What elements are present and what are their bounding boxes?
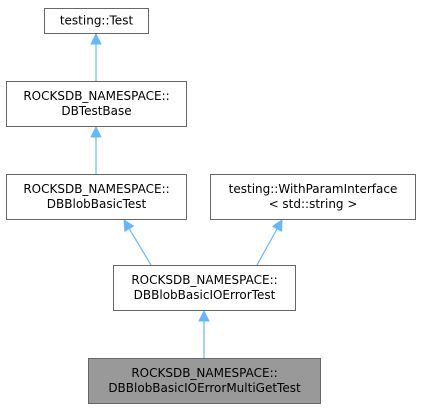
class-label-line: ROCKSDB_NAMESPACE:: [23, 89, 169, 103]
inheritance-edge-db-blob-basic-test-to-db-test-base [90, 125, 102, 174]
class-node-db-blob-basic-io-error-multiget-test[interactable]: ROCKSDB_NAMESPACE::DBBlobBasicIOErrorMul… [88, 358, 321, 404]
class-node-db-blob-basic-io-error-test[interactable]: ROCKSDB_NAMESPACE::DBBlobBasicIOErrorTes… [113, 265, 296, 311]
class-label-line: ROCKSDB_NAMESPACE:: [131, 273, 277, 287]
inheritance-edge-db-blob-basic-io-error-multiget-test-to-db-blob-basic-io-error-test [198, 309, 210, 358]
class-box [6, 174, 187, 220]
class-label-line: ROCKSDB_NAMESPACE:: [131, 366, 277, 380]
arrowhead [198, 309, 210, 322]
class-label-line: DBBlobBasicIOErrorTest [134, 288, 276, 302]
edge-line [128, 228, 152, 266]
edge-line [256, 228, 278, 266]
edges-layer [90, 32, 283, 358]
inheritance-edge-db-blob-basic-io-error-test-to-with-param-interface [256, 219, 283, 266]
class-label-line: testing::WithParamInterface [229, 182, 398, 196]
class-box [6, 81, 187, 127]
arrowhead [123, 219, 135, 232]
class-label-line: ROCKSDB_NAMESPACE:: [23, 182, 169, 196]
class-node-db-blob-basic-test[interactable]: ROCKSDB_NAMESPACE::DBBlobBasicTest [6, 174, 187, 220]
arrowhead [90, 125, 102, 138]
inheritance-edge-db-blob-basic-io-error-test-to-db-blob-basic-test [123, 219, 152, 266]
class-label-line: DBTestBase [61, 104, 131, 118]
nodes-layer: testing::TestROCKSDB_NAMESPACE::DBTestBa… [6, 8, 416, 404]
class-box [113, 265, 296, 311]
class-box [88, 358, 321, 404]
class-box [44, 8, 149, 34]
arrowhead [271, 219, 283, 232]
class-box [210, 174, 416, 220]
class-node-db-test-base[interactable]: ROCKSDB_NAMESPACE::DBTestBase [6, 81, 187, 127]
inheritance-edge-db-test-base-to-testing-test [90, 32, 102, 81]
class-node-testing-test[interactable]: testing::Test [44, 8, 149, 34]
class-label-line: DBBlobBasicIOErrorMultiGetTest [108, 381, 301, 395]
class-node-with-param-interface[interactable]: testing::WithParamInterface< std::string… [210, 174, 416, 220]
class-label-line: DBBlobBasicTest [47, 197, 147, 211]
class-label-line: testing::Test [60, 14, 134, 28]
class-label-line: < std::string > [269, 197, 358, 211]
arrowhead [90, 32, 102, 45]
